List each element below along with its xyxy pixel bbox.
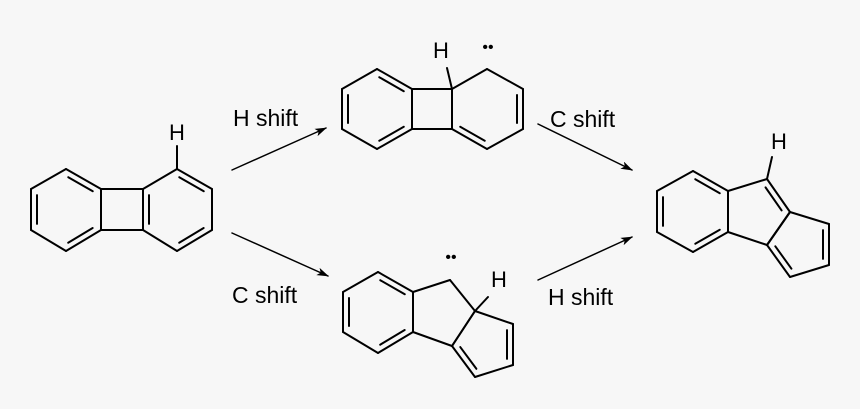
- arrow-label-c-shift: C shift: [550, 106, 616, 132]
- atom-label-h: H: [491, 267, 507, 292]
- bond-to-h: [766, 156, 773, 180]
- double-bond-inner-line: [459, 125, 486, 142]
- bond: [449, 279, 476, 312]
- bond: [727, 178, 768, 192]
- bond: [727, 231, 768, 246]
- bond: [789, 211, 830, 225]
- bond-to-h: [446, 67, 453, 90]
- bond: [451, 68, 488, 90]
- bond: [65, 229, 102, 252]
- reaction-arrow: [231, 232, 329, 277]
- bond: [412, 279, 451, 293]
- bond: [451, 128, 488, 150]
- lone-pair-dots: ••: [482, 39, 493, 56]
- bond: [766, 211, 791, 246]
- bond: [656, 170, 694, 192]
- bond: [341, 128, 378, 150]
- bond: [342, 331, 379, 354]
- arrow-label-h-shift: H shift: [233, 105, 299, 131]
- bond: [474, 310, 514, 325]
- double-bond-inner-line: [378, 125, 405, 142]
- bond-to-h: [474, 296, 489, 312]
- double-bond-inner-line: [764, 186, 783, 212]
- bond: [65, 168, 102, 190]
- bond: [451, 345, 476, 378]
- bond: [142, 229, 178, 252]
- bond: [474, 364, 514, 378]
- bond: [377, 331, 414, 354]
- bond: [30, 229, 67, 252]
- bond: [142, 168, 178, 190]
- reaction-arrow: [231, 127, 327, 171]
- reaction-arrow: [537, 123, 633, 171]
- bond: [766, 178, 791, 213]
- double-bond-inner-line: [379, 279, 406, 296]
- lone-pair-dots: ••: [445, 249, 456, 266]
- double-bond-inner-line: [459, 346, 478, 370]
- bond: [377, 271, 414, 293]
- bond: [342, 271, 379, 293]
- atom-label-h: H: [169, 120, 185, 145]
- bond: [341, 68, 378, 90]
- bond: [30, 168, 67, 190]
- bond: [486, 68, 524, 90]
- bond: [692, 231, 729, 253]
- bond: [412, 331, 453, 347]
- bond: [766, 244, 791, 278]
- bond: [176, 168, 213, 190]
- bond: [656, 231, 694, 253]
- double-bond-inner-line: [379, 329, 406, 346]
- atom-label-h: H: [433, 38, 449, 63]
- reaction-arrow: [537, 236, 633, 281]
- double-bond-inner-line: [67, 227, 94, 244]
- double-bond-inner-line: [694, 178, 721, 195]
- double-bond-inner-line: [67, 176, 94, 193]
- double-bond-inner-line: [378, 76, 405, 93]
- bond: [376, 68, 413, 90]
- arrow-label-c-shift: C shift: [232, 282, 298, 308]
- bond: [486, 128, 524, 150]
- bond: [789, 264, 830, 278]
- double-bond-inner-line: [694, 228, 721, 245]
- bond: [451, 310, 476, 347]
- bond: [692, 170, 729, 192]
- double-bond-inner-line: [178, 227, 205, 244]
- double-bond-inner-line: [178, 176, 205, 193]
- double-bond-inner-line: [774, 245, 793, 270]
- atom-label-h: H: [771, 129, 787, 154]
- bond: [376, 128, 413, 150]
- arrow-label-h-shift: H shift: [548, 284, 614, 310]
- bond: [176, 229, 213, 252]
